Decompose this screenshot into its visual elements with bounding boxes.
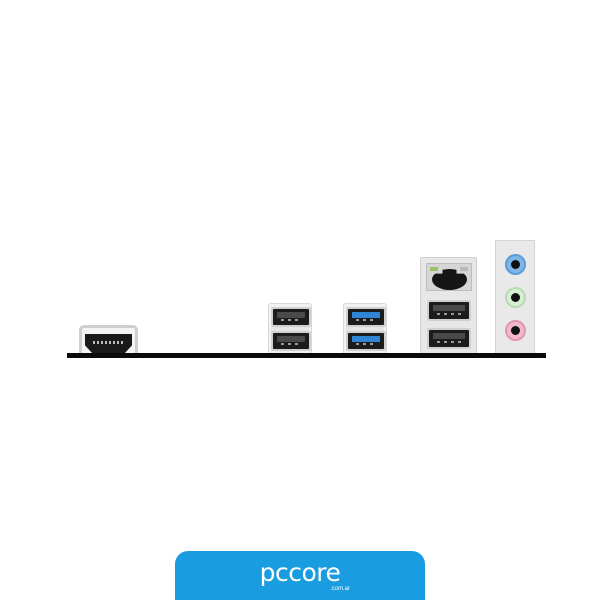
hdmi-pins (93, 341, 124, 344)
hdmi-port (79, 325, 138, 355)
lan-usb-combo (420, 257, 477, 354)
usb3-port-bottom (346, 331, 386, 351)
usb2-port-top (271, 307, 311, 327)
usb3-stack (343, 303, 387, 354)
lan-usb-port-bottom (427, 328, 471, 349)
usb2-port-bottom (271, 331, 311, 351)
lan-usb-port-top (427, 300, 471, 321)
audio-jack-blue (505, 254, 526, 275)
io-shield-baseline (67, 353, 546, 358)
brand-tld: .com.ar (330, 586, 351, 592)
usb3-port-top (346, 307, 386, 327)
brand-banner: pccore .com.ar (175, 551, 425, 600)
link-led-icon (430, 267, 438, 271)
activity-led-icon (460, 267, 468, 271)
usb-stack-divider (346, 327, 384, 331)
usb-stack-divider (271, 327, 309, 331)
usb2-stack (268, 303, 312, 354)
rj45-ethernet-port (426, 263, 472, 291)
brand-logo: pccore (259, 558, 341, 587)
audio-jack-green (505, 287, 526, 308)
rj45-opening (432, 269, 467, 290)
audio-jack-panel (495, 240, 535, 354)
audio-jack-pink (505, 320, 526, 341)
